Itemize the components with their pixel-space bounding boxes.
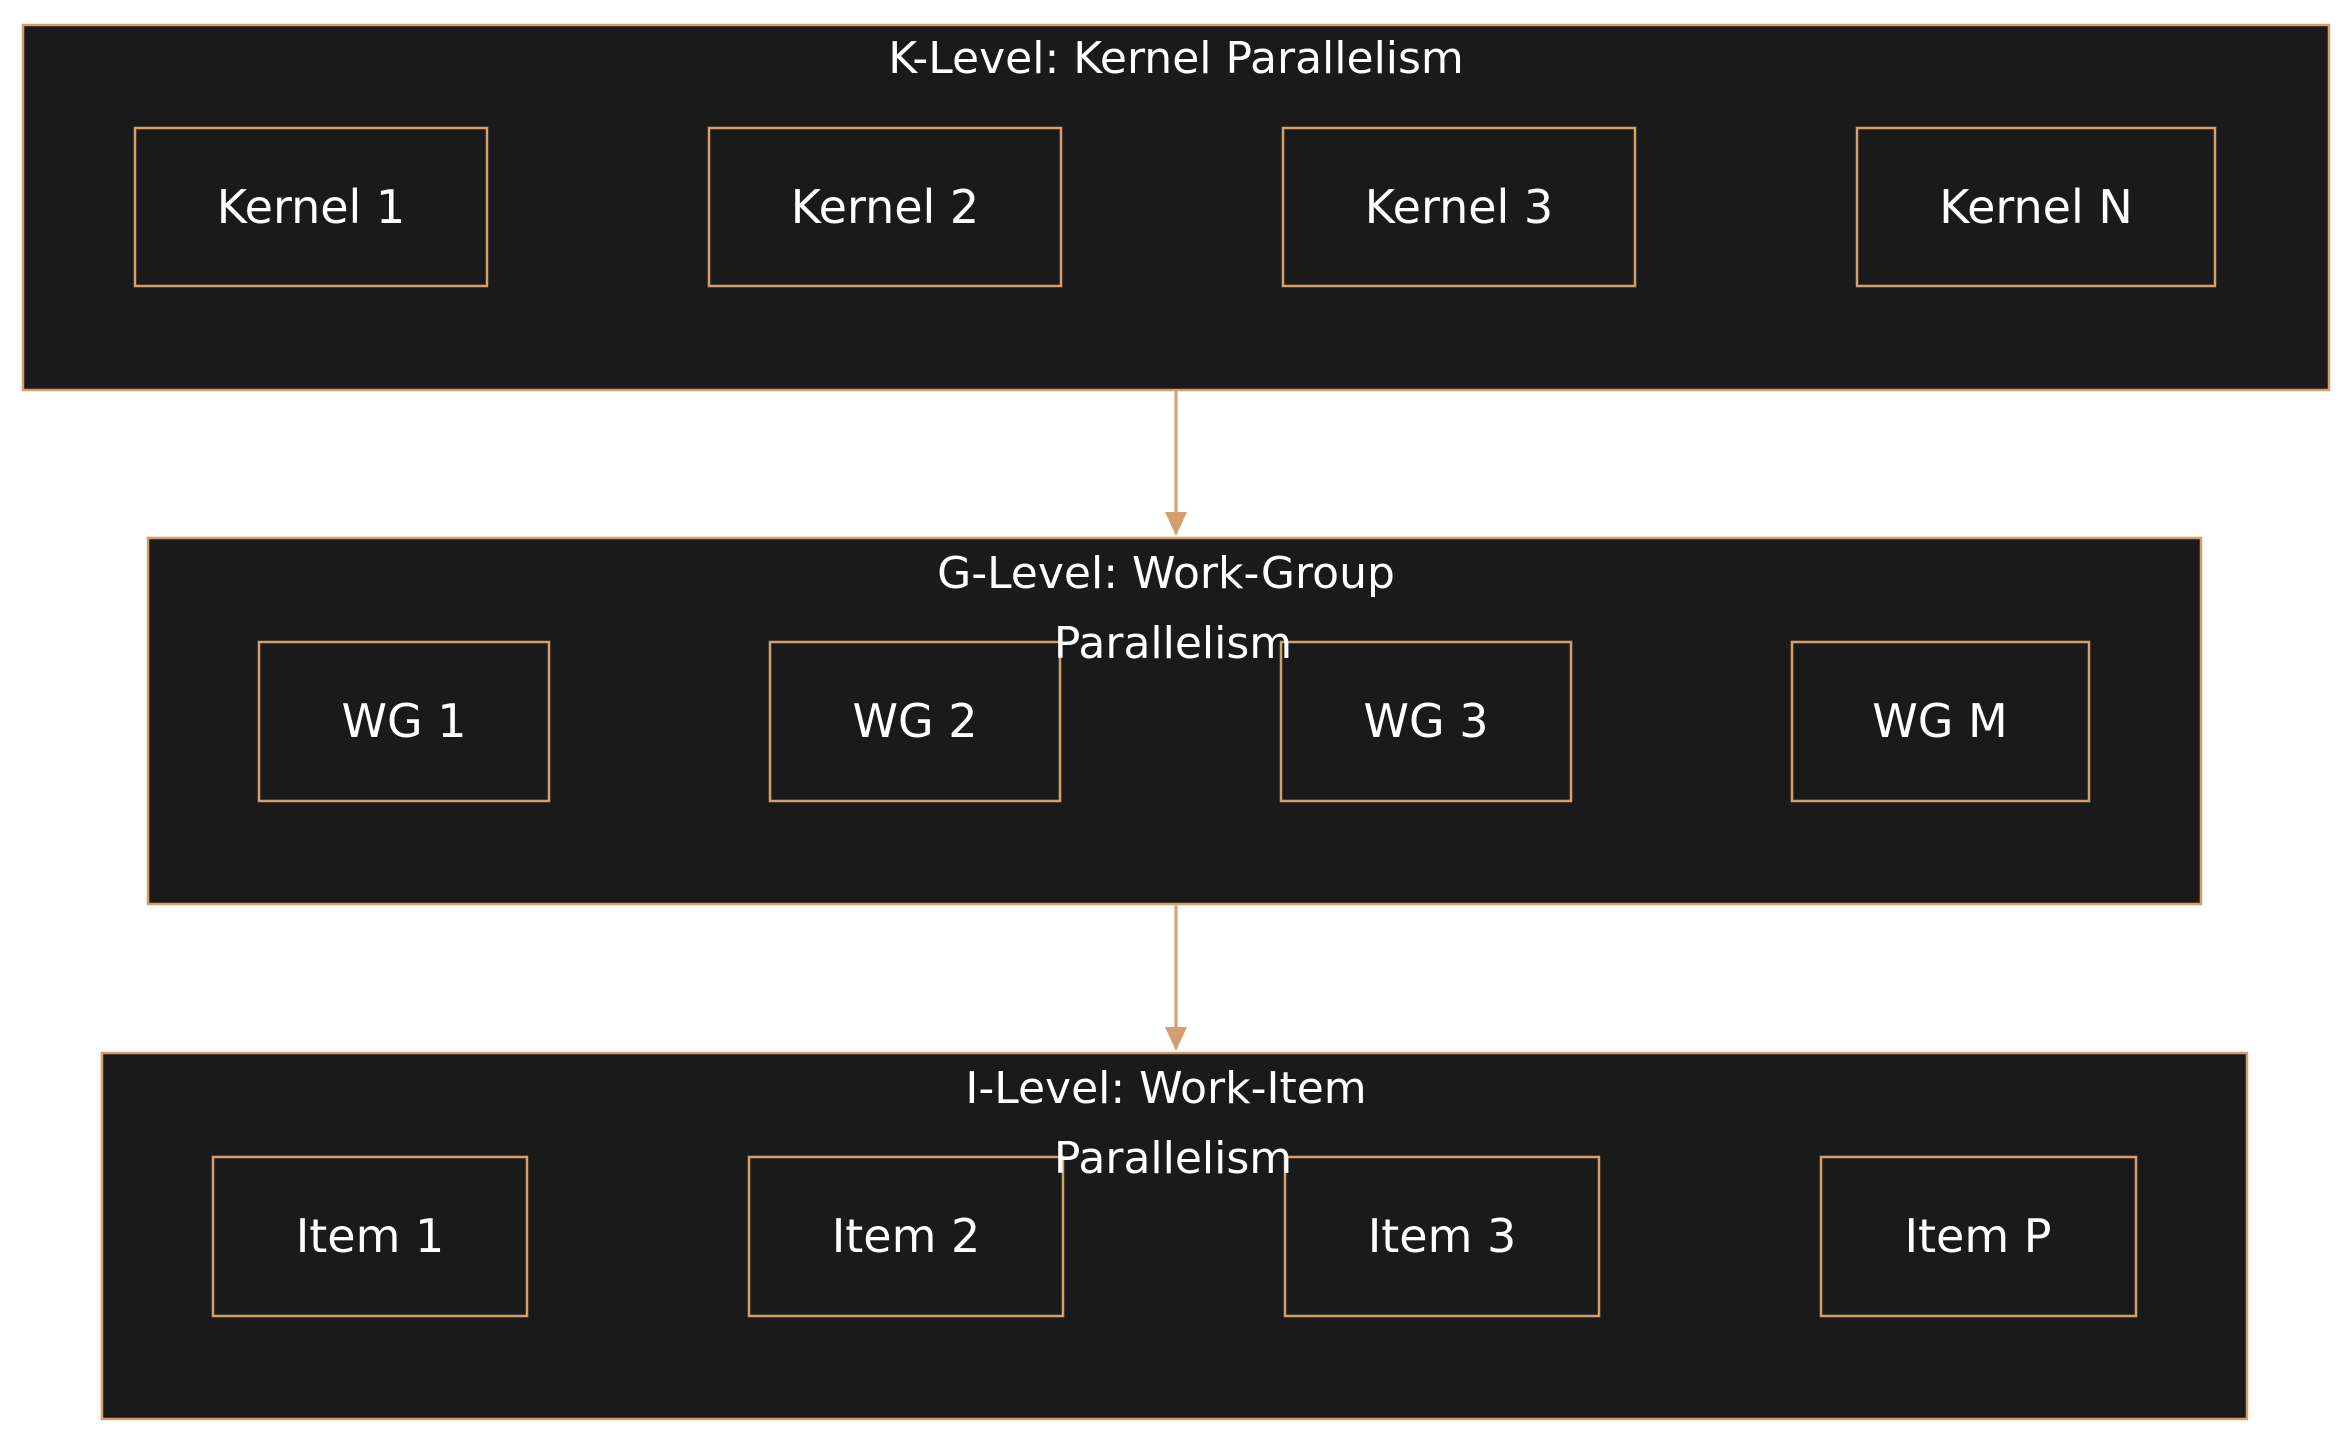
kernel-1-node: Kernel 1 [133, 126, 489, 288]
wg-2-node: WG 2 [768, 640, 1062, 803]
item-p-label: Item P [1904, 1209, 2051, 1263]
kernel-3-label: Kernel 3 [1365, 180, 1553, 234]
wg-3-label: WG 3 [1363, 694, 1488, 748]
arrow-g-to-i [1165, 904, 1187, 1051]
i-level-title-line1: I-Level: Work-Item [965, 1063, 1366, 1114]
k-level-group: K-Level: Kernel Parallelism Kernel 1 Ker… [21, 23, 2331, 392]
kernel-n-node: Kernel N [1855, 126, 2217, 288]
item-3-label: Item 3 [1368, 1209, 1517, 1263]
item-p-node: Item P [1819, 1155, 2138, 1318]
g-level-title-line2: Parallelism [1054, 618, 1292, 669]
item-2-label: Item 2 [832, 1209, 981, 1263]
kernel-2-label: Kernel 2 [791, 180, 979, 234]
g-level-group: WG 1 WG 2 WG 3 WG M G-Level: Work-Group … [146, 536, 2203, 906]
kernel-1-label: Kernel 1 [217, 180, 405, 234]
kernel-3-node: Kernel 3 [1281, 126, 1637, 288]
wg-3-node: WG 3 [1279, 640, 1573, 803]
kernel-2-node: Kernel 2 [707, 126, 1063, 288]
wg-m-label: WG M [1872, 694, 2007, 748]
g-level-title-line1: G-Level: Work-Group [937, 548, 1395, 599]
i-level-title-line2: Parallelism [1054, 1133, 1292, 1184]
item-3-node: Item 3 [1283, 1155, 1601, 1318]
wg-2-label: WG 2 [852, 694, 977, 748]
i-level-group: Item 1 Item 2 Item 3 Item P I-Level: Wor… [100, 1051, 2249, 1421]
item-2-node: Item 2 [747, 1155, 1065, 1318]
wg-m-node: WG M [1790, 640, 2091, 803]
arrow-k-to-g [1165, 390, 1187, 536]
kernel-n-label: Kernel N [1939, 180, 2133, 234]
wg-1-node: WG 1 [257, 640, 551, 803]
item-1-node: Item 1 [211, 1155, 529, 1318]
k-level-title: K-Level: Kernel Parallelism [888, 33, 1464, 84]
item-1-label: Item 1 [296, 1209, 445, 1263]
wg-1-label: WG 1 [341, 694, 466, 748]
